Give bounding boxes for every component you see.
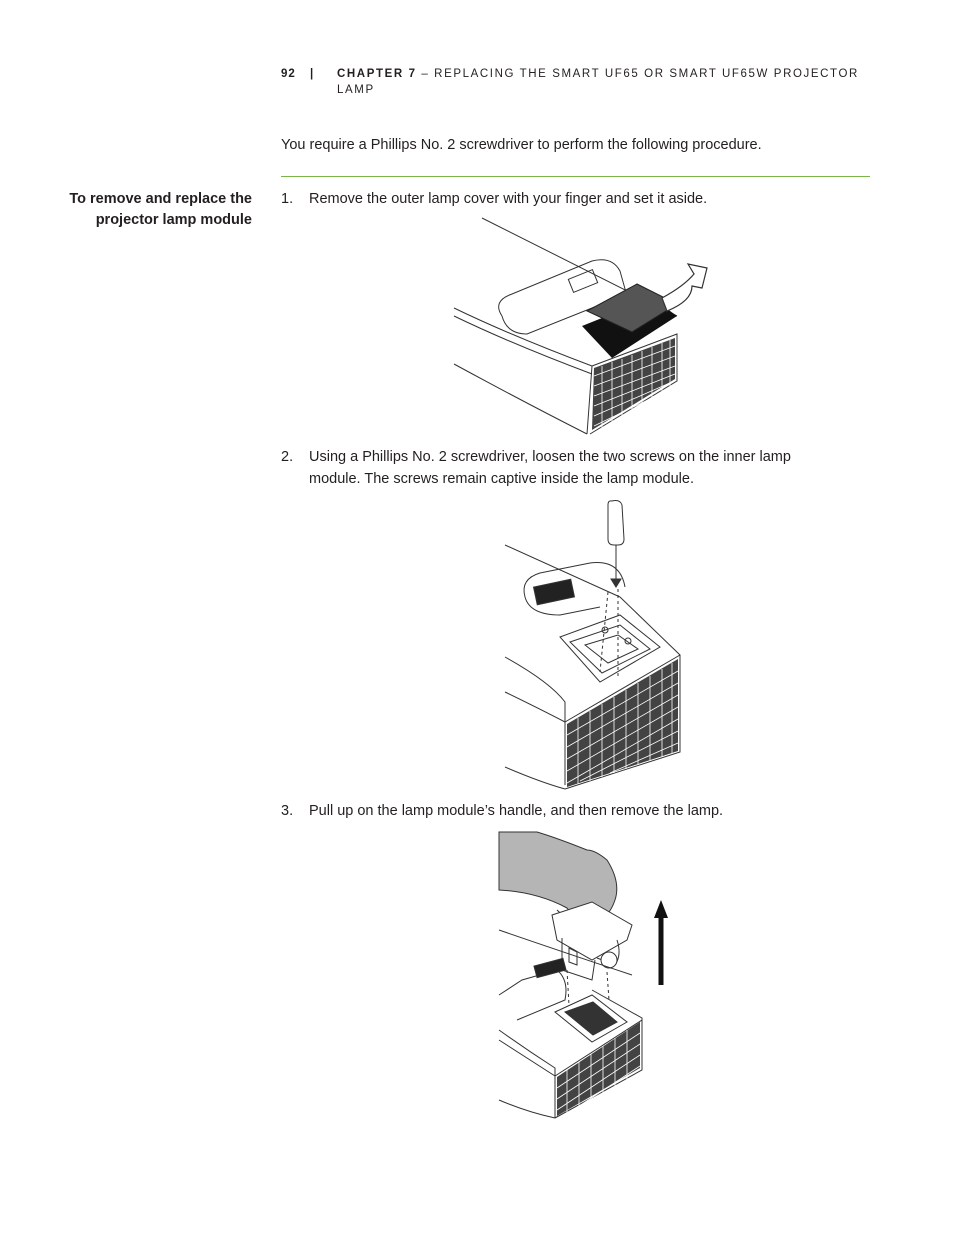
step-number: 3. xyxy=(281,803,294,819)
intro-paragraph: You require a Phillips No. 2 screwdriver… xyxy=(281,137,762,153)
illustration-remove-cover xyxy=(453,217,708,435)
procedure-heading: To remove and replace the projector lamp… xyxy=(69,191,252,228)
figure-remove-lamp xyxy=(497,830,677,1122)
chapter-title: CHAPTER 7 – REPLACING THE SMART UF65 OR … xyxy=(337,66,877,98)
chapter-label: CHAPTER 7 xyxy=(337,68,417,80)
page-number: 92 xyxy=(281,68,296,80)
step-text: Pull up on the lamp module’s handle, and… xyxy=(309,803,724,819)
figure-remove-cover xyxy=(452,216,732,438)
step-text: Remove the outer lamp cover with your fi… xyxy=(309,191,708,207)
step-number: 1. xyxy=(281,191,294,207)
header-separator: | xyxy=(310,68,315,80)
illustration-remove-lamp xyxy=(498,831,668,1119)
chapter-name: – REPLACING THE SMART UF65 OR SMART UF65… xyxy=(337,68,859,96)
step-text: Using a Phillips No. 2 screwdriver, loos… xyxy=(309,449,791,487)
section-rule xyxy=(281,176,870,177)
illustration-loosen-screws xyxy=(504,500,681,790)
step-number: 2. xyxy=(281,449,294,465)
figure-loosen-screws xyxy=(500,497,685,792)
